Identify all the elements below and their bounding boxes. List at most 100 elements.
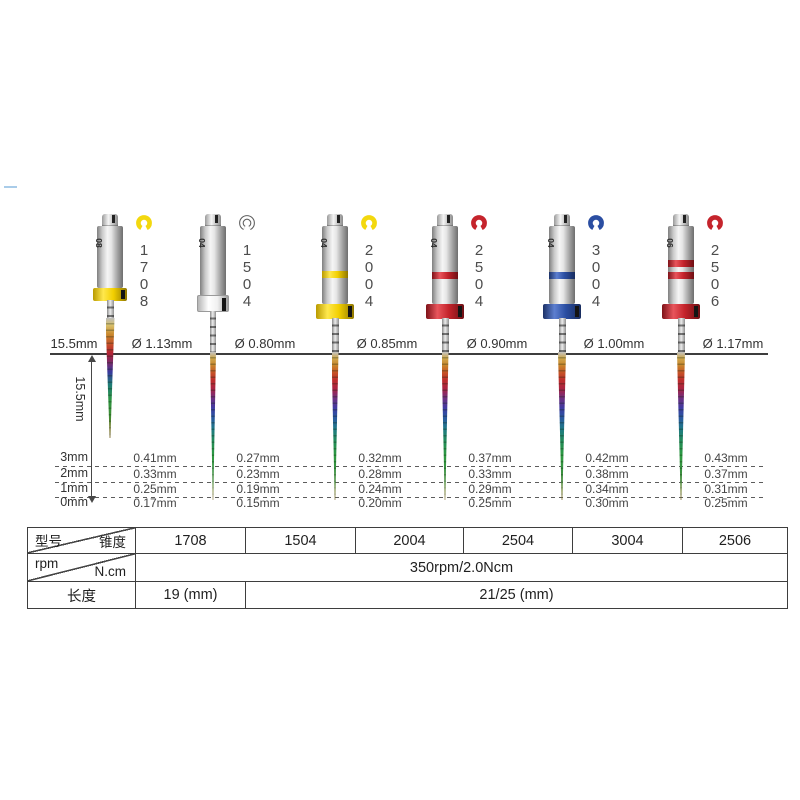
tip-diameter-value: 0.41mm: [133, 451, 177, 465]
tip-diameter-value: 0.25mm: [468, 496, 512, 510]
file-handle-cap: [327, 214, 343, 227]
file-handle-body: [432, 226, 458, 304]
tip-diameter-value: 0.24mm: [358, 482, 402, 496]
file-color-ring-red: [426, 304, 464, 319]
file-color-ring-yellow: [316, 304, 354, 319]
ring-notch: [458, 306, 462, 317]
length-19mm-cell: 19 (mm): [135, 581, 246, 609]
file-taper-mark: 08: [94, 238, 104, 248]
file-shaft: [558, 318, 566, 353]
ring-notch: [348, 306, 352, 317]
model-cell: 1708: [135, 527, 246, 554]
file-color-ring-blue: [543, 304, 581, 319]
cap-slot: [564, 215, 567, 223]
model-cell: 3004: [572, 527, 683, 554]
ncm-header-label: N.cm: [94, 564, 127, 579]
tip-diameter-value: 0.29mm: [468, 482, 512, 496]
tip-diameter-value: 0.42mm: [585, 451, 629, 465]
file-thin-band-blue: [549, 272, 575, 279]
file-fluted-tip: [558, 352, 566, 500]
file-handle-cap: [205, 214, 221, 227]
file-model-number: 1 7 0 8: [139, 242, 149, 310]
file-taper-mark: 04: [429, 238, 439, 248]
working-length-side-label: 15.5mm: [73, 376, 87, 422]
cap-slot: [215, 215, 218, 223]
tip-diameter-value: 0.25mm: [133, 482, 177, 496]
cap-slot: [112, 215, 115, 223]
ring-notch: [575, 306, 579, 317]
tip-diameter-value: 0.37mm: [704, 467, 748, 481]
red-ring-icon: [471, 215, 487, 231]
file-shaft: [106, 300, 114, 320]
cap-slot: [683, 215, 686, 223]
tip-diameter-value: 0.17mm: [133, 496, 177, 510]
spec-table: 型号 锥度 1708 1504 2004 2504 3004 2506 rpm …: [27, 527, 788, 609]
file-handle-cap: [673, 214, 689, 227]
yellow-ring-icon: [136, 215, 152, 231]
file-fluted-tip: [441, 352, 449, 500]
tip-diameter-value: 0.33mm: [133, 467, 177, 481]
model-cell: 2004: [355, 527, 464, 554]
file-shaft: [210, 311, 216, 353]
red-ring-icon: [707, 215, 723, 231]
file-taper-mark: 04: [546, 238, 556, 248]
header-model-taper-cell: 型号 锥度: [27, 527, 136, 554]
model-cell: 2504: [463, 527, 573, 554]
tip-diameter-value: 0.32mm: [358, 451, 402, 465]
tip-diameter-value: 0.15mm: [236, 496, 280, 510]
tip-diameter-value: 0.43mm: [704, 451, 748, 465]
dashed-line-1mm: [55, 496, 765, 499]
file-handle-cap: [437, 214, 453, 227]
dashed-line-2mm: [55, 481, 765, 484]
depth-label-1mm: 1mm: [60, 481, 88, 495]
model-cell: 2506: [682, 527, 788, 554]
file-thin-band-yellow: [322, 271, 348, 278]
file-shaft: [441, 318, 449, 353]
file-fluted-tip: [331, 352, 339, 500]
file-color-ring-yellow: [93, 288, 127, 301]
rpm-header-label: rpm: [35, 556, 59, 571]
file-model-number: 2 5 0 4: [474, 242, 484, 310]
file-taper-mark: 04: [319, 238, 329, 248]
cap-slot: [337, 215, 340, 223]
depth-label-2mm: 2mm: [60, 466, 88, 480]
decorative-dash: [4, 186, 17, 188]
tip-diameter-value: 0.27mm: [236, 451, 280, 465]
tip-diameter-value: 0.31mm: [704, 482, 748, 496]
file-shaft: [331, 318, 339, 353]
header-rpm-ncm-cell: rpm N.cm: [27, 553, 136, 582]
depth-label-0mm: 0mm: [60, 495, 88, 509]
arrow-up-icon: [87, 355, 96, 362]
file-thin-band-red: [668, 260, 694, 267]
file-handle-cap: [102, 214, 118, 227]
file-thin-band-red: [432, 272, 458, 279]
measure-arrow-line: [91, 357, 93, 498]
depth-label-3mm: 3mm: [60, 450, 88, 464]
file-handle-cap: [554, 214, 570, 227]
length-2125mm-cell: 21/25 (mm): [245, 581, 788, 609]
torque-value-cell: 350rpm/2.0Ncm: [135, 553, 788, 582]
blue-ring-icon: [588, 215, 604, 231]
cap-slot: [447, 215, 450, 223]
ring-notch: [121, 290, 125, 299]
tip-diameter-value: 0.30mm: [585, 496, 629, 510]
file-fluted-tip: [677, 352, 685, 500]
ring-notch: [694, 306, 698, 317]
tip-diameter-value: 0.23mm: [236, 467, 280, 481]
file-color-ring-white: [197, 295, 229, 312]
tip-diameter-value: 0.19mm: [236, 482, 280, 496]
file-diameter-label: Ø 1.00mm: [583, 336, 645, 351]
file-handle-body: [322, 226, 348, 304]
file-taper-mark: 04: [197, 238, 207, 248]
file-taper-mark: 06: [665, 238, 675, 248]
reference-line: [50, 353, 768, 355]
length-header-cell: 长度: [27, 581, 136, 609]
tip-diameter-value: 0.34mm: [585, 482, 629, 496]
diagonal-divider: [28, 528, 135, 553]
file-fluted-tip: [105, 318, 115, 438]
diagonal-divider: [28, 554, 135, 581]
file-diameter-label: Ø 0.90mm: [466, 336, 528, 351]
tip-diameter-value: 0.33mm: [468, 467, 512, 481]
file-diameter-label: Ø 1.17mm: [702, 336, 764, 351]
tip-diameter-value: 0.25mm: [704, 496, 748, 510]
